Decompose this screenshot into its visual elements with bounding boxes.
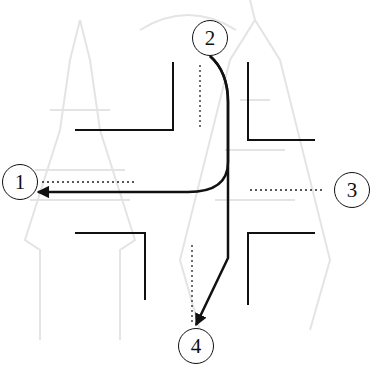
callout-circle: 4 [178,328,214,364]
lane-divider [42,181,135,182]
callout-circle: 2 [192,20,228,56]
movement-arrow [196,56,228,325]
movement-arrow [38,56,228,192]
lane-divider [191,245,192,322]
callout-circle: 1 [2,164,38,200]
road-corner [75,233,145,300]
callout-number: 4 [191,336,202,357]
road-corner [248,62,315,140]
lane-divider [250,189,325,190]
lane-divider [199,65,200,130]
road-corner [75,62,173,130]
callout-number: 1 [15,172,26,193]
road-corner [248,233,315,305]
callout-circle: 3 [334,172,370,208]
callout-number: 2 [205,28,216,49]
callout-number: 3 [347,180,358,201]
